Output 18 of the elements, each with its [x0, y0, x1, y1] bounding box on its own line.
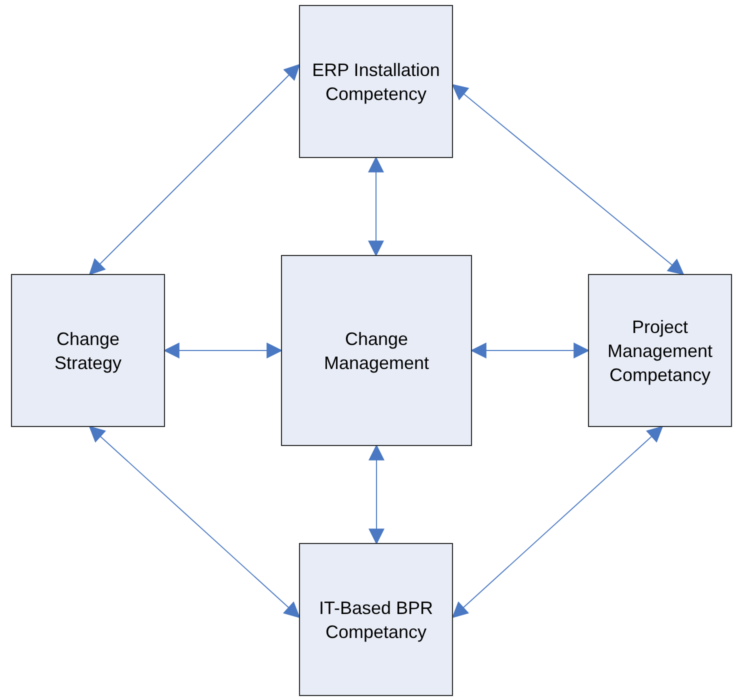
double-arrow	[163, 342, 283, 358]
box-label: Project Management Competancy	[606, 316, 714, 386]
double-arrow	[368, 444, 384, 545]
process-box	[281, 255, 472, 446]
box-label: IT-Based BPR Competancy	[318, 596, 434, 644]
double-arrow	[470, 342, 590, 358]
box-label: ERP Installation Competency	[311, 58, 441, 106]
double-arrow	[88, 64, 300, 276]
process-box	[299, 5, 453, 158]
box-label: Change Strategy	[53, 328, 123, 374]
box-label: Change Management	[322, 328, 430, 374]
double-arrow	[368, 156, 384, 257]
double-arrow	[88, 426, 300, 618]
process-box	[299, 543, 453, 696]
double-arrow	[452, 426, 664, 618]
process-box	[588, 274, 732, 427]
double-arrow	[452, 84, 684, 276]
process-box	[11, 274, 165, 427]
